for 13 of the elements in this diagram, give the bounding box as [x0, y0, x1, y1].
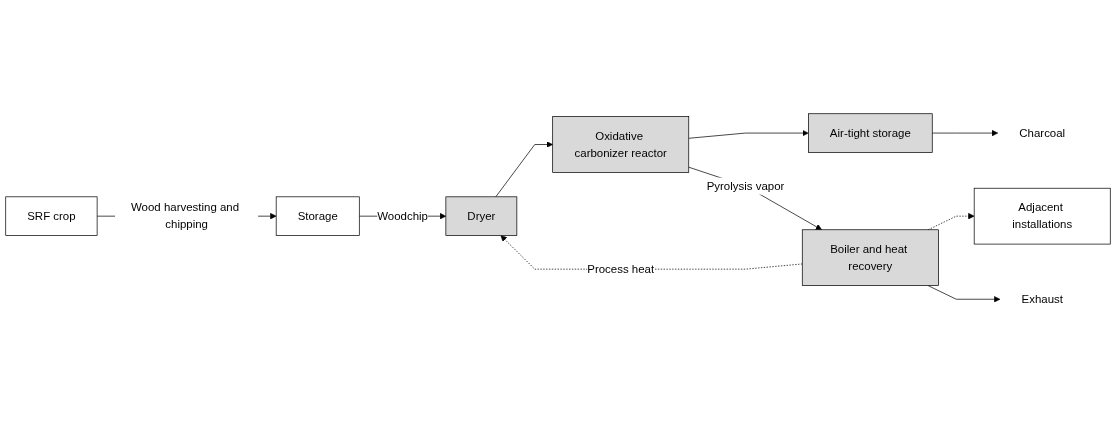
node-box: Storage — [275, 196, 360, 236]
node-text: Charcoal — [1019, 126, 1066, 139]
node-box: Adjacent installations — [973, 187, 1111, 245]
node-box: SRF crop — [5, 196, 98, 236]
node-box: Air-tight storage — [808, 113, 933, 153]
node-box: Dryer — [445, 196, 518, 236]
edge-label: Woodchip — [377, 209, 428, 222]
node-box: Boiler and heat recovery — [801, 229, 939, 286]
edge-label: Wood harvesting and chipping — [131, 200, 240, 231]
edge-label: Process heat — [587, 262, 655, 275]
edge-label: Pyrolysis vapor — [706, 179, 785, 192]
node-text: Exhaust — [1021, 292, 1063, 305]
node-box: Oxidative carbonizer reactor — [552, 116, 690, 173]
